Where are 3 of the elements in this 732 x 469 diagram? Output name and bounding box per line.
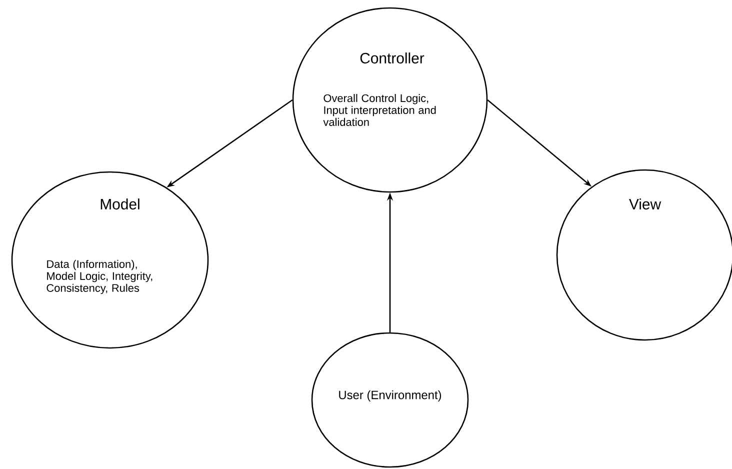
ellipse-node: Controller Overall Control Logic, Input interpretation and validation [292,7,488,193]
ellipse-node: User (Environment) [311,332,469,468]
ellipse-node: Model Data (Information), Model Logic, Integrity, Consistency, Rules [11,171,209,349]
